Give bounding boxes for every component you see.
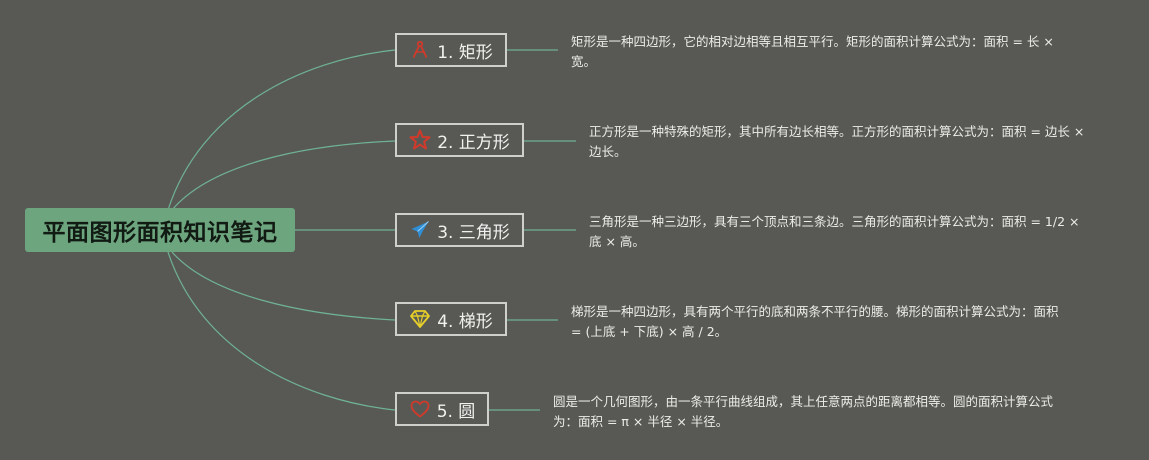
root-topic-label: 平面图形面积知识笔记 [42, 220, 278, 246]
root-topic[interactable]: 平面图形面积知识笔记 [25, 208, 295, 252]
topic-triangle[interactable]: 3. 三角形 [395, 213, 524, 247]
connector-root-topic-2 [171, 140, 396, 211]
connector-root-topic-5 [167, 251, 396, 411]
topic-label: 2. 正方形 [437, 132, 510, 153]
topic-label: 4. 梯形 [437, 311, 493, 332]
compass-icon [409, 39, 431, 61]
paper-plane-icon [409, 219, 431, 241]
topic-rectangle[interactable]: 1. 矩形 [395, 33, 507, 67]
note-square: 正方形是一种特殊的矩形，其中所有边长相等。正方形的面积计算公式为：面积 = 边长… [589, 124, 1085, 159]
topic-trapezoid[interactable]: 4. 梯形 [395, 302, 507, 336]
diamond-icon [409, 308, 431, 330]
topic-square[interactable]: 2. 正方形 [395, 123, 524, 157]
connector-root-topic-4 [171, 251, 396, 321]
note-triangle: 三角形是一种三边形，具有三个顶点和三条边。三角形的面积计算公式为：面积 = 1/… [589, 214, 1080, 249]
star-outline-icon [409, 129, 431, 151]
note-circle: 圆是一个几何图形，由一条平行曲线组成，其上任意两点的距离都相等。圆的面积计算公式… [553, 394, 1054, 429]
topic-label: 3. 三角形 [437, 222, 510, 243]
topic-circle[interactable]: 5. 圆 [395, 392, 489, 426]
note-rectangle: 矩形是一种四边形，它的相对边相等且相互平行。矩形的面积计算公式为：面积 = 长 … [571, 34, 1054, 69]
topic-label: 1. 矩形 [437, 42, 493, 63]
heart-outline-icon [409, 398, 431, 420]
note-trapezoid: 梯形是一种四边形，具有两个平行的底和两条不平行的腰。梯形的面积计算公式为：面积 … [571, 304, 1059, 339]
topic-label: 5. 圆 [436, 401, 476, 422]
connector-root-topic-1 [167, 49, 396, 211]
